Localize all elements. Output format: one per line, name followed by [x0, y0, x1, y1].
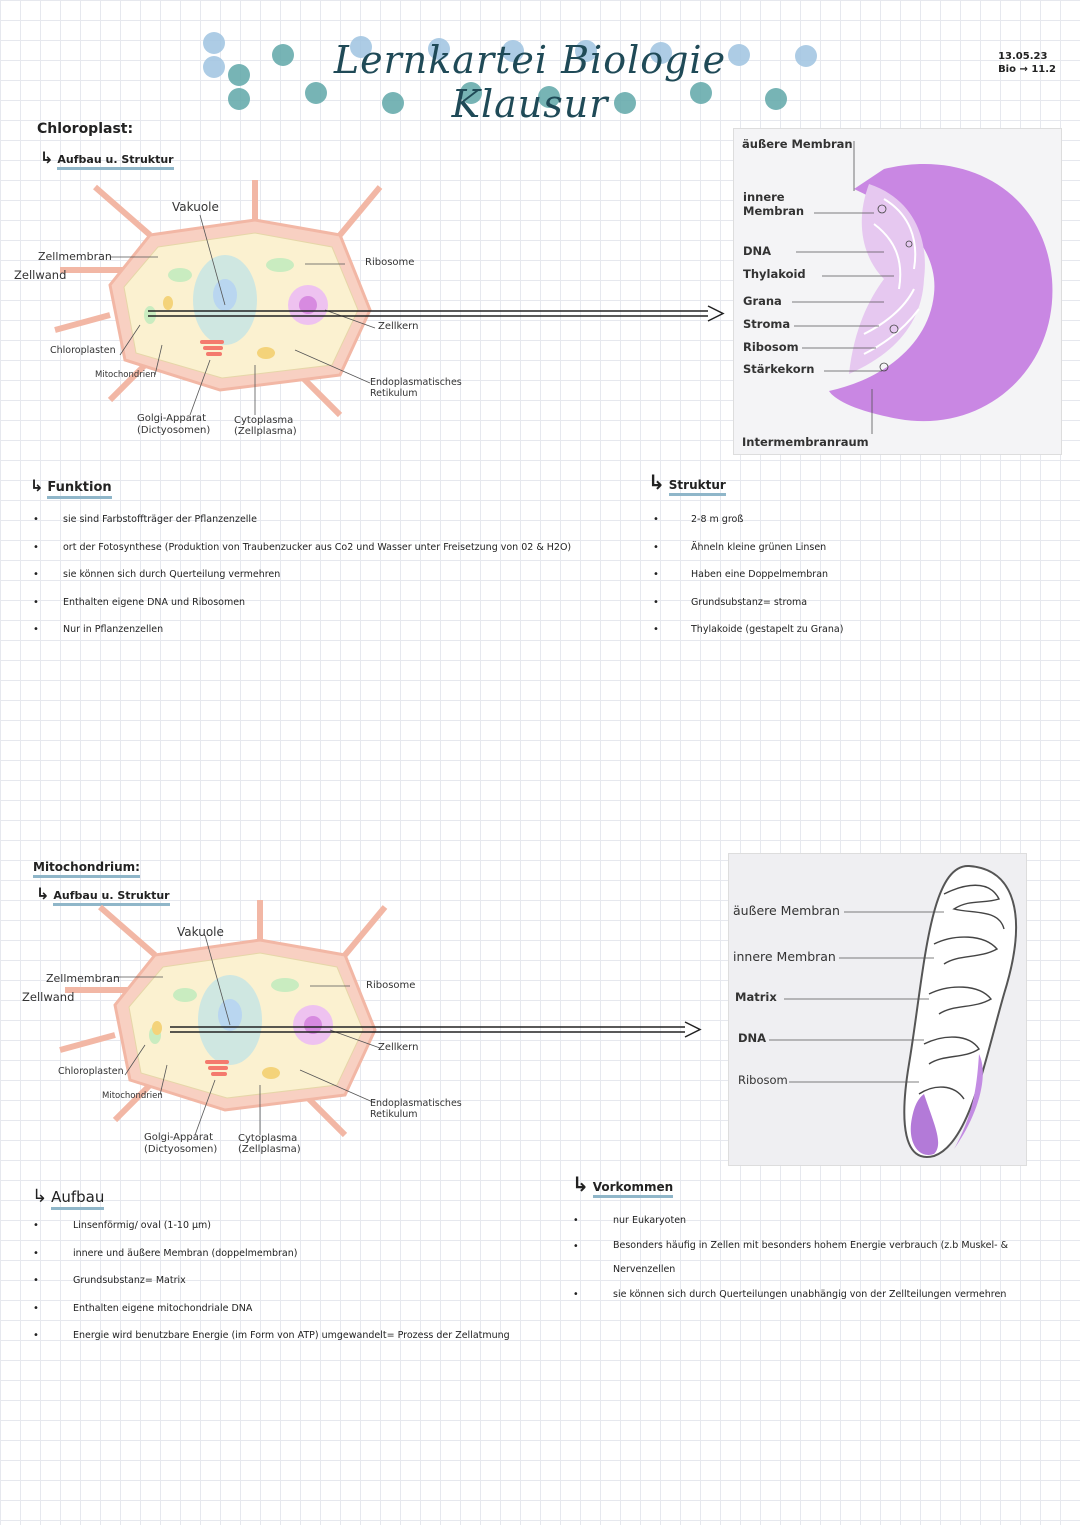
list-item: •Grundsubstanz= stroma — [653, 596, 808, 608]
list-item: •Linsenförmig/ oval (1-10 µm) — [33, 1220, 212, 1231]
label-golgi-2: Golgi-Apparat (Dictyosomen) — [144, 1132, 218, 1155]
list-item: •sie sind Farbstoffträger der Pflanzenze… — [33, 514, 257, 525]
mitochondrium-illustration — [769, 864, 1017, 1159]
list-item: •2-8 m groß — [653, 514, 744, 525]
label-cytoplasma-2: Cytoplasma (Zellplasma) — [238, 1133, 301, 1155]
return-arrow-icon: ↳ — [32, 1186, 48, 1207]
return-arrow-icon: ↳ — [40, 148, 54, 167]
chloroplast-illustration — [792, 141, 1053, 434]
label-chloroplasten-2: Chloroplasten — [58, 1066, 124, 1077]
mito-photo-label-dna: DNA — [738, 1031, 767, 1045]
photo-label-innere: innere Membran — [743, 190, 805, 218]
list-item: •Enthalten eigene DNA und Ribosomen — [33, 596, 246, 608]
vorkommen-list: •nur Eukaryoten •Besonders häufig in Zel… — [573, 1208, 1053, 1308]
list-item: •Ähneln kleine grünen Linsen — [653, 541, 827, 553]
plant-cell-diagram-2 — [59, 900, 388, 1138]
label-mitochondrien: Mitochondrien — [95, 370, 156, 380]
label-ribosome-2: Ribosome — [366, 980, 416, 991]
list-item: •sie können sich durch Querteilungen una… — [573, 1289, 1007, 1300]
mitochondrium-photo — [728, 853, 1027, 1166]
link-arrow-2 — [170, 1021, 702, 1038]
chloroplast-heading: Chloroplast: — [37, 121, 134, 137]
list-item: •Haben eine Doppelmembran — [653, 569, 829, 580]
return-arrow-icon: ↳ — [36, 884, 50, 903]
label-ribosome: Ribosome — [365, 257, 415, 268]
mito-photo-label-matrix: Matrix — [735, 990, 777, 1004]
label-er: Endoplasmatisches Retikulum — [370, 377, 462, 399]
photo-label-aussere: äußere Membran — [742, 137, 853, 151]
struktur-list: •2-8 m groß •Ähneln kleine grünen Linsen… — [653, 506, 1053, 644]
list-item: •ort der Fotosynthese (Produktion von Tr… — [33, 541, 572, 553]
list-item: •sie können sich durch Querteilung verme… — [33, 569, 281, 580]
page-title: Lernkartei Biologie Klausur — [333, 38, 727, 126]
aufbau-heading: ↳Aufbau — [32, 1186, 105, 1210]
list-item: •Grundsubstanz= Matrix — [33, 1275, 186, 1286]
label-er-2: Endoplasmatisches Retikulum — [370, 1098, 462, 1120]
list-item: •Nur in Pflanzenzellen — [33, 624, 164, 635]
struktur-heading: ↳Struktur — [648, 470, 726, 496]
label-mitochondrien-2: Mitochondrien — [102, 1091, 163, 1101]
mito-photo-label-aussere: äußere Membran — [733, 903, 840, 918]
list-item: •Enthalten eigene mitochondriale DNA — [33, 1302, 253, 1314]
mitochondrium-heading: Mitochondrium: — [33, 860, 140, 878]
photo-label-intermembranraum: Intermembranraum — [742, 435, 869, 449]
photo-label-thylakoid: Thylakoid — [743, 267, 806, 281]
mito-photo-label-innere: innere Membran — [733, 949, 836, 964]
photo-label-starkekorn: Stärkekorn — [743, 362, 815, 376]
label-chloroplasten: Chloroplasten — [50, 345, 116, 356]
label-zellmembran: Zellmembran — [38, 250, 112, 263]
photo-label-dna: DNA — [743, 244, 772, 258]
aufbau-list: •Linsenförmig/ oval (1-10 µm) •innere un… — [33, 1212, 573, 1350]
list-item: •Besonders häufig in Zellen mit besonder… — [573, 1240, 1008, 1275]
label-zellmembran-2: Zellmembran — [46, 972, 120, 985]
list-item: •Energie wird benutzbare Energie (im For… — [33, 1330, 510, 1341]
label-zellkern: Zellkern — [378, 321, 419, 332]
funktion-list: •sie sind Farbstoffträger der Pflanzenze… — [33, 506, 633, 644]
label-zellwand: Zellwand — [14, 268, 67, 282]
return-arrow-icon: ↳ — [572, 1172, 589, 1196]
chloroplast-photo — [733, 128, 1062, 455]
return-arrow-icon: ↳ — [648, 470, 665, 494]
photo-label-stroma: Stroma — [743, 317, 791, 331]
list-item: •nur Eukaryoten — [573, 1215, 687, 1226]
vorkommen-heading: ↳Vorkommen — [572, 1172, 674, 1198]
date-block: 13.05.23 Bio → 11.2 — [998, 50, 1056, 76]
funktion-heading: ↳Funktion — [30, 476, 112, 499]
chloroplast-aufbau-heading: ↳Aufbau u. Struktur — [40, 148, 174, 170]
label-golgi: Golgi-Apparat (Dictyosomen) — [137, 413, 211, 436]
link-arrow — [148, 305, 725, 322]
label-zellwand-2: Zellwand — [22, 990, 75, 1004]
course: Bio → 11.2 — [998, 64, 1056, 75]
list-item: •Thylakoide (gestapelt zu Grana) — [653, 624, 844, 635]
label-zellkern-2: Zellkern — [378, 1042, 419, 1053]
list-item: •innere und äußere Membran (doppelmembra… — [33, 1247, 298, 1259]
return-arrow-icon: ↳ — [30, 476, 44, 495]
label-vakuole: Vakuole — [172, 200, 219, 214]
date: 13.05.23 — [998, 51, 1048, 62]
photo-label-ribosom: Ribosom — [743, 340, 799, 354]
mito-photo-label-ribosom: Ribosom — [738, 1073, 788, 1087]
label-vakuole-2: Vakuole — [177, 925, 224, 939]
plant-cell-diagram — [54, 180, 383, 418]
label-cytoplasma: Cytoplasma (Zellplasma) — [234, 415, 297, 437]
photo-label-grana: Grana — [743, 294, 782, 308]
mitochondrium-aufbau-heading: ↳Aufbau u. Struktur — [36, 884, 170, 906]
